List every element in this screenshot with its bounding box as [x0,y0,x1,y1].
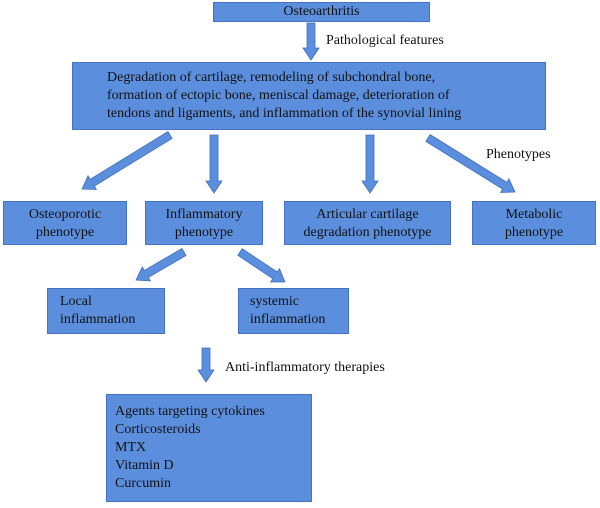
osteoarthritis-label: Osteoarthritis [283,4,360,19]
cartilage-line-1: Articular cartilage [316,207,419,222]
pathological-features-label: Pathological features [326,33,444,48]
arrow-to-therapies [197,347,215,383]
therapy-item: MTX [115,440,147,455]
therapy-item: Vitamin D [115,458,174,473]
cartilage-phenotype-box: Articular cartilage degradation phenotyp… [284,201,451,245]
phenotypes-label: Phenotypes [486,147,551,162]
therapy-item: Corticosteroids [115,422,201,437]
arrow-to-local [135,247,187,282]
features-line-1: Degradation of cartilage, remodeling of … [107,70,436,85]
features-line-3: tendons and ligaments, and inflammation … [107,106,462,121]
arrow-to-features [302,22,320,61]
therapy-item: Curcumin [115,476,171,491]
arrow-to-cartilage [361,134,379,194]
systemic-line-2: inflammation [250,312,326,327]
inflammatory-line-2: phenotype [174,225,234,240]
anti-inflammatory-label: Anti-inflammatory therapies [225,360,385,375]
metabolic-phenotype-box: Metabolic phenotype [472,201,596,245]
cartilage-line-2: degradation phenotype [303,225,432,240]
local-line-1: Local [60,294,92,309]
arrow-to-systemic [237,248,286,283]
osteoporotic-line-2: phenotype [35,225,95,240]
inflammatory-phenotype-box: Inflammatory phenotype [145,201,263,245]
therapy-item: Agents targeting cytokines [115,404,265,419]
arrow-to-inflammatory [205,134,223,194]
arrow-to-osteoporotic [81,131,173,190]
local-inflammation-box: Local inflammation [47,288,165,334]
osteoporotic-phenotype-box: Osteoporotic phenotype [3,201,127,245]
systemic-inflammation-box: systemic inflammation [238,288,349,334]
osteoporotic-line-1: Osteoporotic [28,207,102,222]
therapies-box: Agents targeting cytokines Corticosteroi… [106,394,312,502]
osteoarthritis-box: Osteoarthritis [213,2,430,22]
systemic-line-1: systemic [250,294,299,309]
arrow-to-metabolic [425,134,516,193]
inflammatory-line-1: Inflammatory [165,207,243,222]
metabolic-line-1: Metabolic [505,207,563,222]
pathological-features-box: Degradation of cartilage, remodeling of … [72,62,546,130]
local-line-2: inflammation [60,312,136,327]
features-line-2: formation of ectopic bone, meniscal dama… [107,88,450,103]
metabolic-line-2: phenotype [504,225,564,240]
